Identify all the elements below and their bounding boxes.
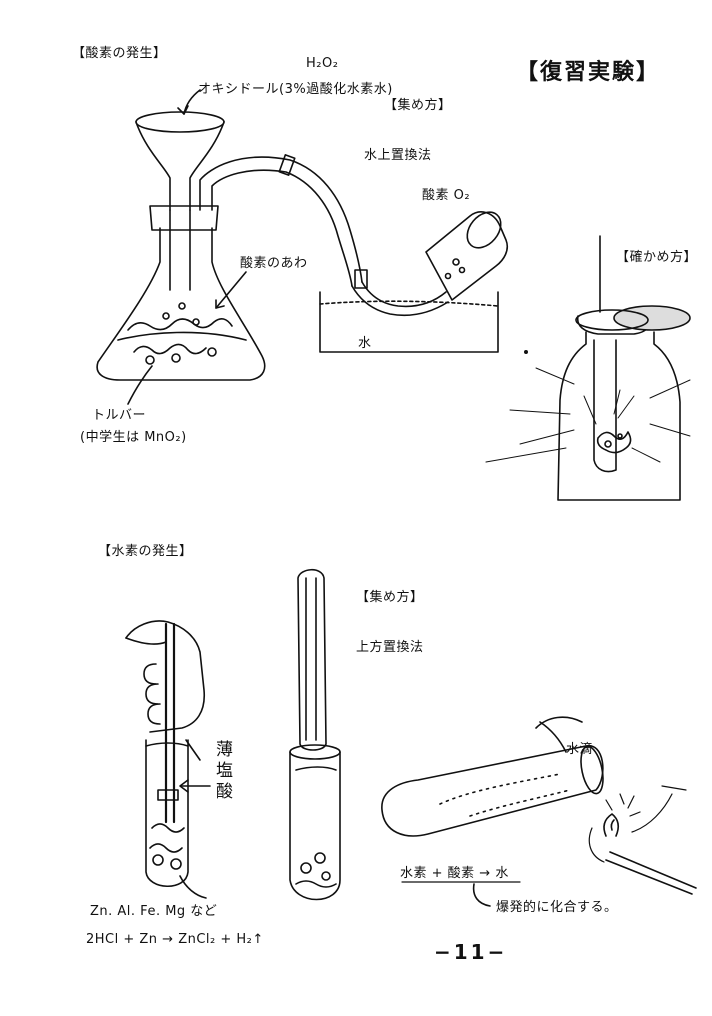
water-label: 水 — [358, 336, 372, 351]
oxygen-method: 水上置換法 — [364, 148, 432, 163]
glowing-splint-icon — [596, 431, 632, 454]
light-rays — [485, 350, 691, 463]
bubbles-pointer-head — [215, 299, 225, 309]
hydrogen-collect-label: 【集め方】 — [356, 590, 424, 605]
collection-tube-icon — [289, 568, 341, 901]
page-number: −11− — [434, 940, 508, 964]
gas-jar-icon — [425, 211, 509, 301]
funnel-pointer-head — [177, 105, 189, 115]
acid-pointer-head — [179, 779, 189, 793]
explosion-pointer — [472, 883, 491, 907]
acid-label: 薄塩酸 — [212, 740, 232, 803]
match-icon — [603, 813, 697, 895]
metals-pointer — [179, 875, 207, 899]
reaction-label: 水素 + 酸素 → 水 — [400, 866, 509, 881]
droplet-pointer — [539, 721, 567, 753]
catalyst-note: (中学生は MnO₂) — [80, 430, 187, 445]
catalyst-label: トルバー — [92, 408, 147, 423]
hydrogen-section-label: 【水素の発生】 — [98, 544, 193, 559]
flame-rays — [588, 785, 687, 863]
test-tube-icon — [145, 622, 189, 887]
metals-label: Zn. Al. Fe. Mg など — [90, 904, 218, 919]
funnel-icon — [135, 111, 225, 291]
oxygen-collect-label: 【集め方】 — [384, 98, 452, 113]
page-title: 【復習実験】 — [516, 60, 661, 85]
funnel-label: オキシドール(3%過酸化水素水) — [198, 82, 393, 97]
hydrogen-equation: 2HCl + Zn → ZnCl₂ + H₂↑ — [86, 932, 264, 947]
explosion-label: 爆発的に化合する。 — [496, 900, 618, 915]
bubbles-label: 酸素のあわ — [240, 256, 308, 271]
droplet-label: 水滴 — [566, 742, 594, 757]
oxygen-gas-label: 酸素 O₂ — [422, 188, 471, 203]
catalyst-pointer — [127, 365, 153, 405]
water-trough-icon — [319, 291, 499, 353]
jar-icon — [557, 235, 691, 501]
hydrogen-method: 上方置換法 — [356, 640, 424, 655]
hand-icon — [125, 620, 206, 761]
funnel-formula: H₂O₂ — [306, 56, 339, 71]
delivery-tube-icon — [199, 154, 449, 317]
bubbles-pointer — [215, 271, 247, 309]
flask-icon — [96, 205, 266, 381]
check-label: 【確かめ方】 — [616, 250, 698, 265]
droplet-curve — [535, 716, 583, 729]
oxygen-section-label: 【酸素の発生】 — [72, 46, 167, 61]
ignition-tube-icon — [381, 745, 604, 837]
